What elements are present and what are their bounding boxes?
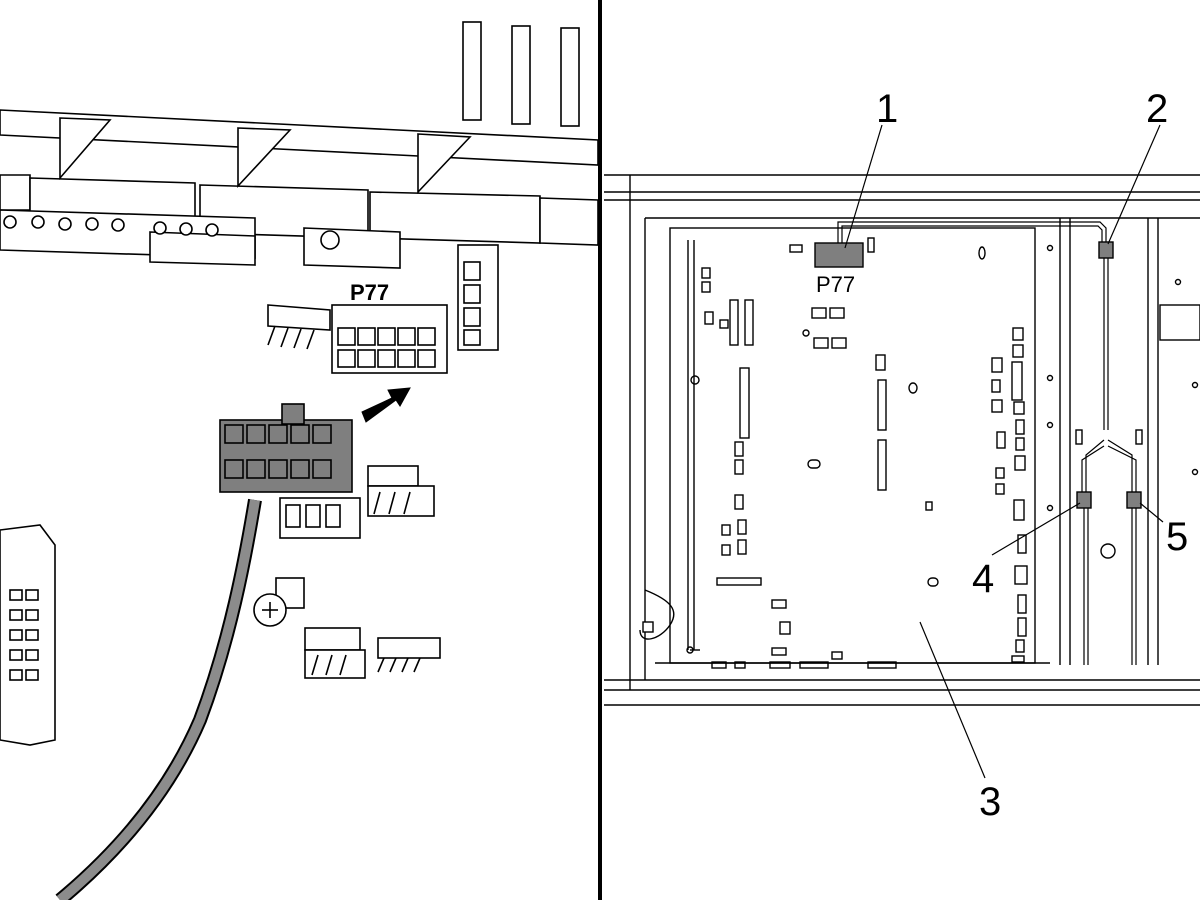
p77-board-connector bbox=[814, 242, 864, 268]
small-connector-b bbox=[279, 497, 361, 539]
small-connector-c bbox=[367, 465, 435, 517]
callout-4: 4 bbox=[972, 557, 994, 601]
potentiometer bbox=[253, 577, 305, 627]
connector-4 bbox=[1076, 491, 1092, 509]
p77-plug bbox=[219, 403, 353, 493]
p77-board-header bbox=[331, 244, 499, 374]
p77-header-pins bbox=[337, 327, 436, 368]
small-connector-d bbox=[304, 627, 366, 679]
right-overview-view bbox=[604, 124, 1200, 779]
callout-leaders bbox=[844, 124, 1164, 779]
p77-label-right: P77 bbox=[816, 272, 855, 297]
control-board bbox=[639, 227, 1050, 669]
insert-arrow bbox=[361, 387, 411, 423]
small-connector-a bbox=[267, 304, 331, 350]
cable-harness bbox=[837, 221, 1137, 665]
edge-module bbox=[0, 524, 56, 746]
connector-2 bbox=[1098, 241, 1114, 259]
callout-1: 1 bbox=[876, 87, 898, 131]
callout-5: 5 bbox=[1166, 515, 1188, 559]
p77-label-left: P77 bbox=[350, 280, 389, 305]
small-connector-e bbox=[377, 637, 441, 673]
terminal-screws bbox=[3, 215, 340, 250]
callout-3: 3 bbox=[979, 780, 1001, 824]
enclosure-frame bbox=[604, 174, 1200, 706]
vent-slats bbox=[462, 21, 580, 127]
left-detail-view bbox=[0, 21, 599, 900]
connector-5 bbox=[1126, 491, 1142, 509]
terminal-strip bbox=[0, 109, 599, 269]
p77-cable bbox=[55, 498, 262, 900]
callout-2: 2 bbox=[1146, 87, 1168, 131]
